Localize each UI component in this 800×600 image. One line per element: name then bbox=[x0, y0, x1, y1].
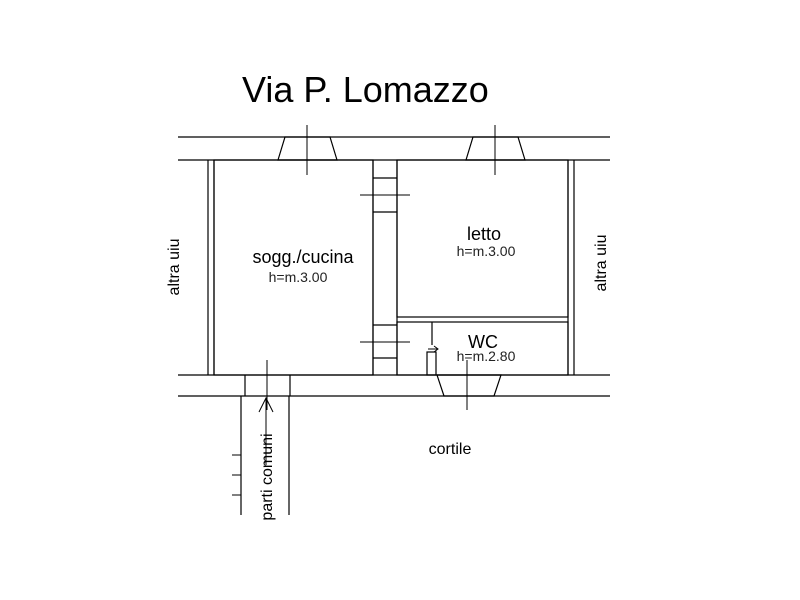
window-top-left bbox=[277, 125, 338, 175]
entrance-door bbox=[244, 360, 291, 410]
room-label-wc: WC bbox=[468, 332, 498, 352]
common-corridor bbox=[232, 396, 290, 515]
room-label-letto: letto bbox=[467, 224, 501, 244]
room-height-letto: h=m.3.00 bbox=[457, 243, 516, 259]
courtyard-label: cortile bbox=[429, 441, 472, 458]
window-top-right bbox=[465, 125, 526, 175]
left-neighbor-label: altra uiu bbox=[166, 239, 183, 296]
room-soggiorno bbox=[213, 159, 374, 376]
door-soggiorno-letto bbox=[360, 177, 410, 213]
outer-walls bbox=[178, 136, 610, 397]
right-neighbor-label: altra uiu bbox=[593, 235, 610, 292]
room-height-soggiorno: h=m.3.00 bbox=[269, 269, 328, 285]
door-soggiorno-wc bbox=[360, 324, 410, 359]
partition-walls bbox=[372, 160, 398, 375]
wc-vent bbox=[426, 345, 439, 376]
room-label-soggiorno: sogg./cucina bbox=[252, 247, 354, 267]
street-title: Via P. Lomazzo bbox=[242, 69, 489, 110]
window-bottom-wc bbox=[436, 360, 502, 410]
room-height-wc: h=m.2.80 bbox=[457, 348, 516, 364]
common-parts-label: parti comuni bbox=[259, 433, 276, 520]
